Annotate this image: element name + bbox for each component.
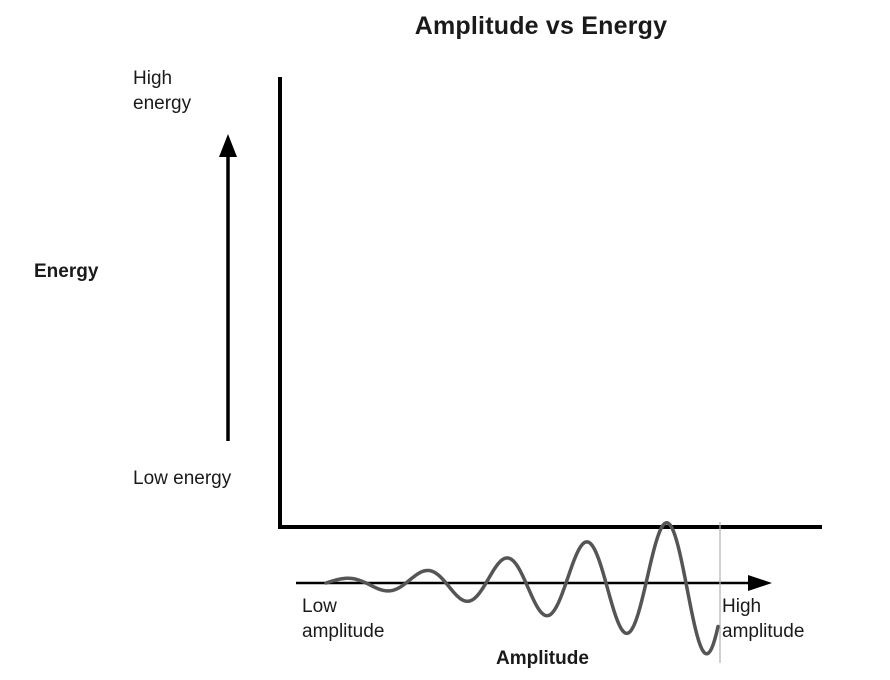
amplitude-axis-label: Amplitude [496,648,589,669]
high-amplitude-label: High amplitude [722,596,805,642]
amplitude-arrow-head [748,575,772,591]
diagram-title: Amplitude vs Energy [414,12,668,40]
energy-arrow-head [219,134,237,157]
growing-amplitude-wave [324,521,720,656]
energy-axis-label: Energy [34,261,99,282]
high-energy-label: High energy [133,68,192,114]
low-energy-label: Low energy [133,468,232,489]
low-amplitude-label: Low amplitude [302,596,385,642]
